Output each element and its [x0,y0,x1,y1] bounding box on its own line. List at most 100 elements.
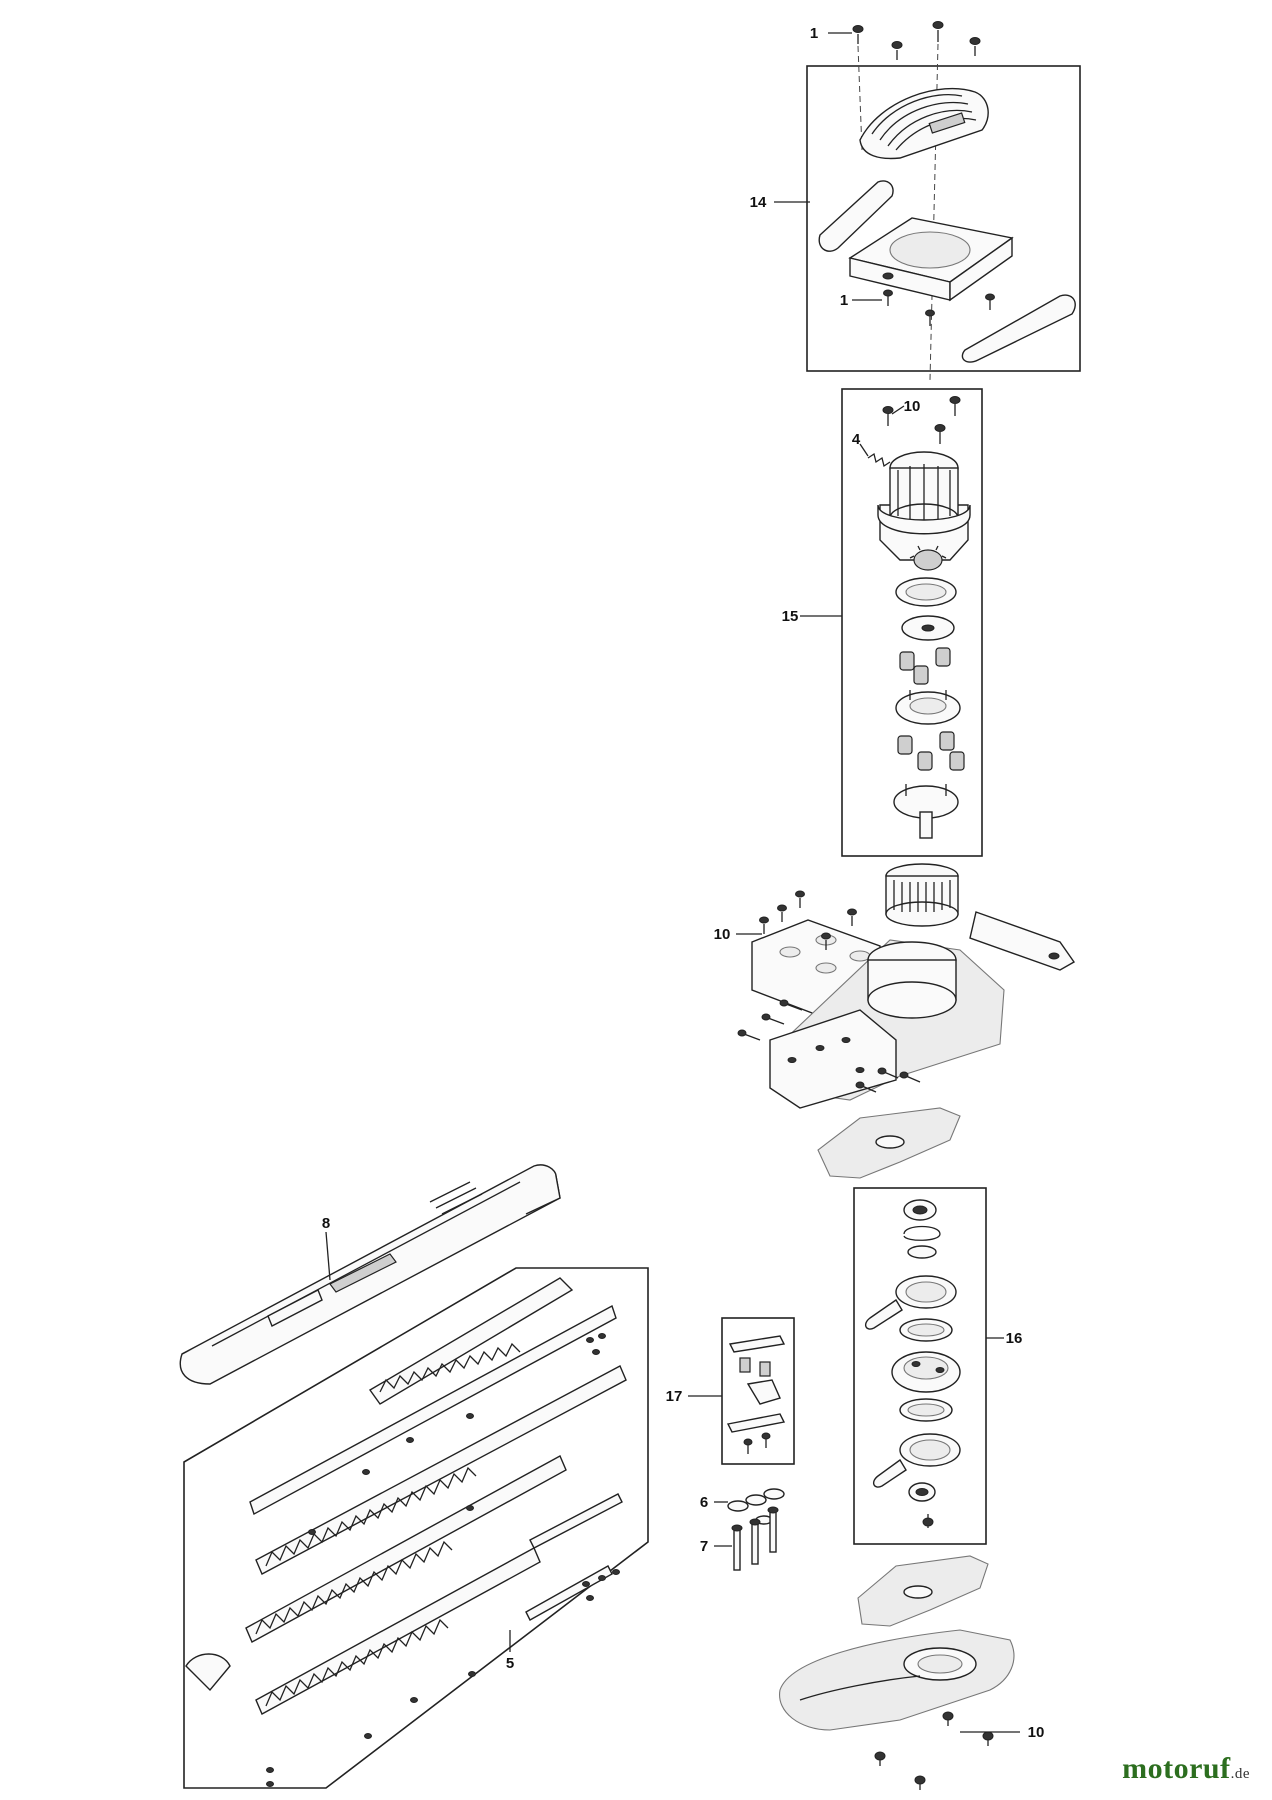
eccentric-lever-icon [864,1275,957,1330]
screw-icon [761,1432,771,1448]
screw-icon [737,1029,761,1041]
callout-label: 1 [810,25,818,42]
screw-icon [949,396,961,416]
clamp-bracket-icon [746,1379,781,1405]
screw-icon [847,908,857,926]
ring-gasket-icon [895,577,957,607]
ring-icon [899,1398,953,1422]
side-pad-icon [818,180,894,252]
upper-blade-icon [368,1277,574,1405]
planet-gear-icon [899,647,951,685]
cam-disk-icon [891,1351,961,1393]
group-box-17 [721,1317,795,1465]
screw-icon [899,1071,921,1083]
screw-icon [922,1514,934,1528]
callout-label: 6 [700,1494,708,1511]
screw-icon [925,309,935,326]
callout-label: 4 [852,431,861,448]
fastener-set [266,1333,620,1787]
cutting-blade-icon [255,1547,541,1715]
ring-icon [899,1318,953,1342]
lower-case-icon [779,1629,1015,1731]
callout-label: 10 [714,926,731,943]
bushing-icon [759,1361,771,1377]
watermark-tld: .de [1230,1766,1250,1782]
screw-icon [777,904,787,922]
callout-labels: 1 14 1 10 4 15 10 8 16 17 6 7 5 10 [322,25,1045,1741]
housing-body-icon [769,939,1005,1109]
screw-icon [795,890,805,908]
screw-icon [882,406,894,426]
watermark-logo: motoruf.de [1122,1752,1250,1786]
screw-icon [891,41,903,60]
callout-label: 5 [506,1655,514,1672]
bolt-icon [767,1506,779,1553]
bushing-icon [739,1357,751,1373]
part-group-14 [806,21,1081,381]
blade-guard-sheath [179,1164,561,1385]
cover-frame-icon [848,217,1014,302]
part-group-5 [183,1267,649,1789]
group-box-5 [183,1267,649,1789]
gear-icon [909,545,947,571]
eccentric-lever-icon [872,1433,961,1488]
screw-icon [877,1067,899,1079]
bolt-set [731,1506,779,1571]
screw-icon [874,1751,886,1766]
part-group-16 [853,1187,987,1545]
output-carrier-icon [893,784,959,839]
callout-label: 17 [666,1388,683,1405]
planet-carrier-icon [895,690,961,725]
screw-icon [982,1731,994,1746]
bolt-icon [731,1524,743,1571]
link-arm-icon [969,911,1076,971]
bottom-housing [779,1555,1015,1790]
washer-icon [763,1488,785,1500]
planet-gear-icon [897,731,965,771]
washer-icon [745,1494,767,1506]
callout-label: 10 [904,398,921,415]
washer-icon [727,1500,749,1512]
callout-label: 15 [782,608,799,625]
callout-label: 7 [700,1538,708,1555]
o-ring-icon [907,1245,937,1259]
gear-housing [737,863,1076,1179]
callout-label: 1 [840,292,848,309]
callout-leaders [325,32,1020,1733]
motor-icon [877,451,971,561]
slide-plate-icon [529,1493,623,1549]
callout-label: 10 [1028,1724,1045,1741]
guide-rail-icon [249,1304,617,1516]
screw-icon [969,37,981,56]
slide-plate-icon [525,1565,613,1621]
screw-icon [934,424,946,444]
screw-icon [852,25,864,44]
blade-clip-icon [726,1413,786,1433]
bolt-icon [749,1518,761,1565]
gasket-plate-icon [817,1107,961,1179]
spring-icon [867,452,891,468]
blade-clip-icon [728,1335,786,1353]
screw-icon [942,1711,954,1726]
part-group-17 [721,1317,795,1465]
screw-icon [932,21,944,42]
tip-guard-icon [185,1653,231,1692]
watermark-brand: motoruf [1122,1752,1231,1785]
screw-icon [914,1775,926,1790]
gasket-plate-icon [857,1555,989,1627]
callout-label: 8 [322,1215,330,1232]
group-box-16 [853,1187,987,1545]
part-group-15 [841,388,983,857]
callout-label: 14 [750,194,767,211]
screw-icon [985,293,995,310]
callout-label: 16 [1006,1330,1023,1347]
screw-icon [743,1438,753,1454]
group-box-14 [806,65,1081,372]
cutting-blade-icon [245,1455,567,1643]
ring-gear-icon [885,863,959,927]
screw-icon [821,932,831,950]
group-box-15 [841,388,983,857]
screw-icon [883,289,893,306]
screw-icon [761,1013,785,1025]
